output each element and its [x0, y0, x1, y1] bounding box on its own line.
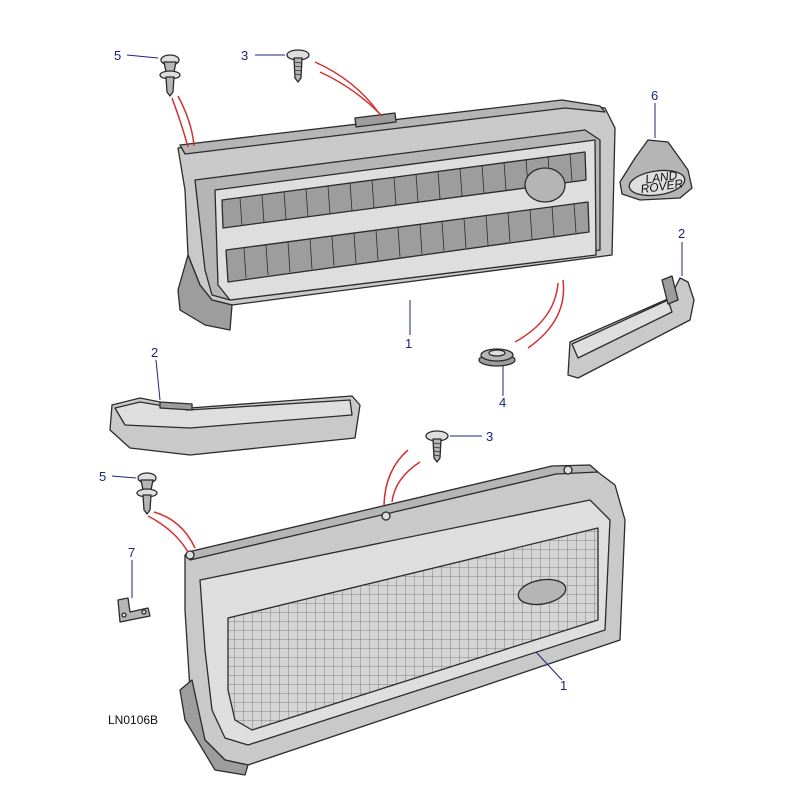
assembly-connector-lines — [147, 61, 565, 553]
upper-push-rivet — [159, 54, 181, 97]
upper-grille-badge-mount — [524, 167, 566, 203]
mounting-bracket — [117, 597, 151, 623]
callout-7: 7 — [128, 545, 135, 560]
left-trim-strip — [109, 395, 361, 456]
retaining-clip — [478, 348, 516, 367]
badge-text-land: LAND — [644, 168, 678, 186]
callout-1-upper: 1 — [405, 336, 412, 351]
callout-leaders — [111, 54, 683, 681]
right-trim-strip — [567, 275, 695, 379]
callout-3-lower: 3 — [486, 429, 493, 444]
upper-grille-slats — [239, 152, 577, 279]
lower-grille-mesh — [227, 527, 599, 731]
callout-5-upper: 5 — [114, 48, 121, 63]
callout-6: 6 — [651, 88, 658, 103]
upper-grille — [177, 99, 616, 331]
diagram-reference-code: LN0106B — [108, 713, 158, 727]
land-rover-badge: LAND ROVER — [619, 139, 693, 201]
callout-1-lower: 1 — [560, 678, 567, 693]
callout-5-lower: 5 — [99, 469, 106, 484]
callout-2-left: 2 — [151, 345, 158, 360]
upper-screw — [286, 49, 310, 83]
callout-2-right: 2 — [678, 226, 685, 241]
callout-3-upper: 3 — [241, 48, 248, 63]
lower-grille-badge-mount — [517, 578, 567, 606]
lower-push-rivet — [136, 472, 158, 515]
badge-text-rover: ROVER — [640, 176, 685, 196]
lower-screw — [425, 430, 449, 463]
lower-grille — [179, 464, 626, 776]
callout-4: 4 — [499, 395, 506, 410]
